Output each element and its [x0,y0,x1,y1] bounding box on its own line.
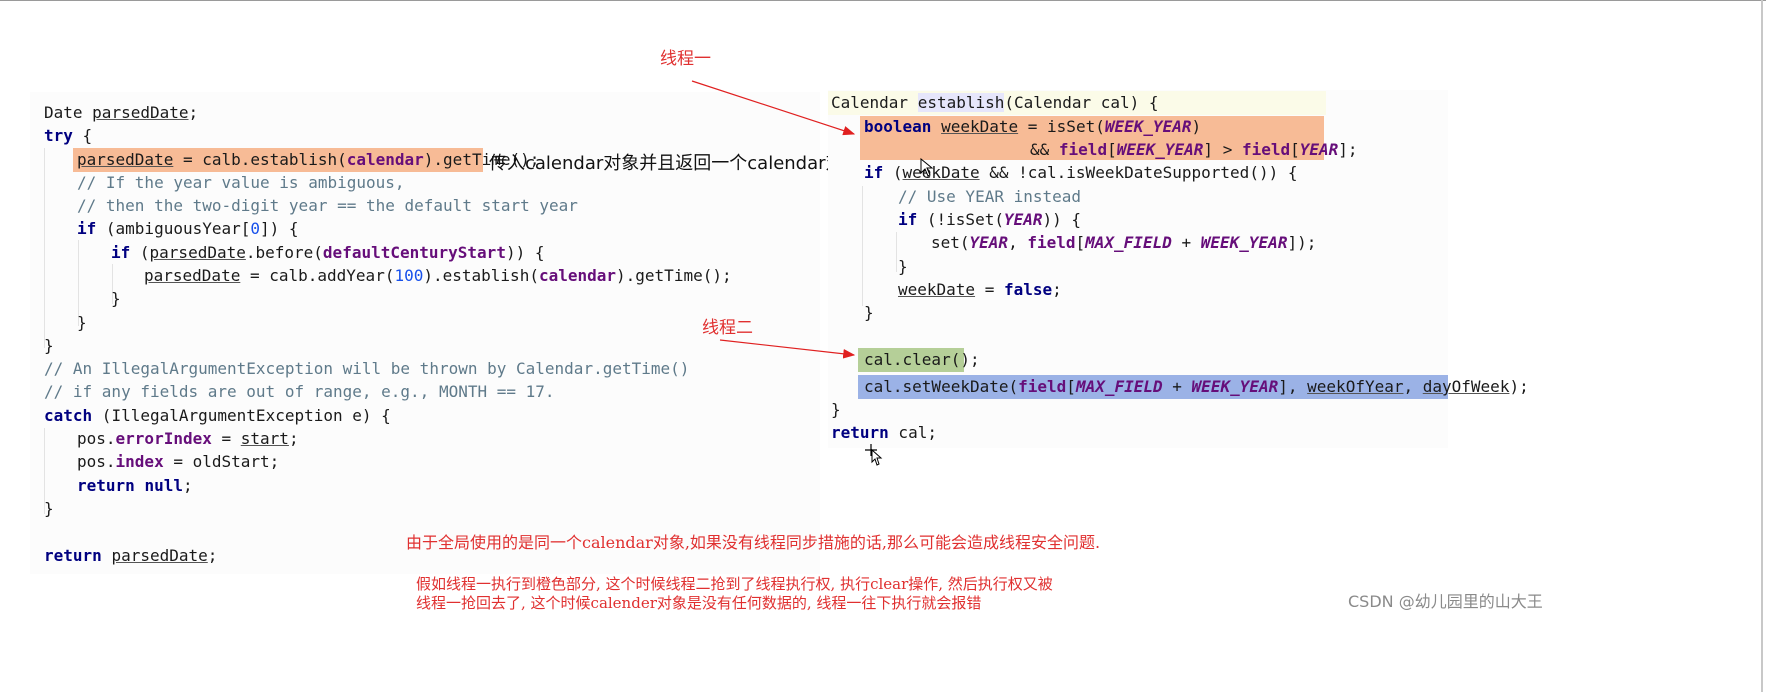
top-border [0,0,1766,1]
code-line: parsedDate = calb.establish(calendar).ge… [77,150,540,169]
code-line: Date parsedDate; [44,103,199,122]
code-line: && field[WEEK_YEAR] > field[YEAR]; [1030,140,1358,159]
csdn-watermark: CSDN @幼儿园里的山大王 [1348,592,1543,611]
code-line: } [77,313,87,332]
code-line: if (parsedDate.before(defaultCenturyStar… [111,243,545,262]
parseddate-assign-highlight [73,148,483,172]
indent-guide [896,232,897,272]
indent-guide [44,148,45,348]
code-line: parsedDate = calb.addYear(100).establish… [144,266,732,285]
code-line: if (!isSet(YEAR)) { [898,210,1082,229]
thread-two-arrow [719,339,856,359]
code-line: } [831,400,841,419]
method-signature-highlight [828,91,1326,115]
code-line: return parsedDate; [44,546,218,565]
code-line: if (ambiguousYear[0]) { [77,219,299,238]
code-line: pos.index = oldStart; [77,452,280,471]
thread-two-label: 线程二 [702,318,753,338]
code-line: cal.setWeekDate(field[MAX_FIELD + WEEK_Y… [864,377,1529,396]
code-comment: // then the two-digit year == the defaul… [77,196,578,215]
right-border [1761,0,1763,692]
code-line: return null; [77,476,193,495]
indent-guide [78,240,79,326]
weekdate-orange-highlight [860,116,1324,160]
code-line: if (weekDate && !cal.isWeekDateSupported… [864,163,1298,182]
code-line: pos.errorIndex = start; [77,429,299,448]
left-code-panel [30,92,820,574]
detail-note-line1: 假如线程一执行到橙色部分, 这个时候线程二抢到了线程执行权, 执行clear操作… [416,575,1053,593]
code-line: } [44,336,54,355]
code-comment: // if any fields are out of range, e.g.,… [44,382,555,401]
thread-one-label: 线程一 [660,49,711,69]
indent-guide [112,264,113,304]
detail-note-line2: 线程一抢回去了, 这个时候calender对象是没有任何数据的, 线程一往下执行… [416,594,982,612]
pass-calendar-annotation: 传入calendar对象并且返回一个calendar对象 [489,153,862,174]
code-line: cal.clear(); [864,350,980,369]
code-comment: // An IllegalArgumentException will be t… [44,359,690,378]
code-comment: // If the year value is ambiguous, [77,173,405,192]
code-line: catch (IllegalArgumentException e) { [44,406,391,425]
code-line: } [111,289,121,308]
conclusion-note: 由于全局使用的是同一个calendar对象,如果没有线程同步措施的话,那么可能会… [406,533,1101,552]
code-line: } [44,499,54,518]
code-line: try { [44,126,93,145]
code-line: Calendar establish(Calendar cal) { [831,93,1159,112]
code-line: set(YEAR, field[MAX_FIELD + WEEK_YEAR]); [931,233,1317,252]
code-line: } [864,303,874,322]
move-cursor-icon [865,444,883,466]
code-line: weekDate = false; [898,280,1062,299]
thread-one-arrow [691,80,856,136]
code-comment: // Use YEAR instead [898,187,1082,206]
code-line: return cal; [831,423,937,442]
indent-guide [862,186,863,306]
cal-clear-highlight [858,348,964,372]
arrow-cursor-icon [920,158,934,177]
set-week-date-highlight [858,375,1448,399]
code-line: } [898,257,908,276]
code-line: boolean weekDate = isSet(WEEK_YEAR) [864,117,1202,136]
indent-guide [44,428,45,514]
